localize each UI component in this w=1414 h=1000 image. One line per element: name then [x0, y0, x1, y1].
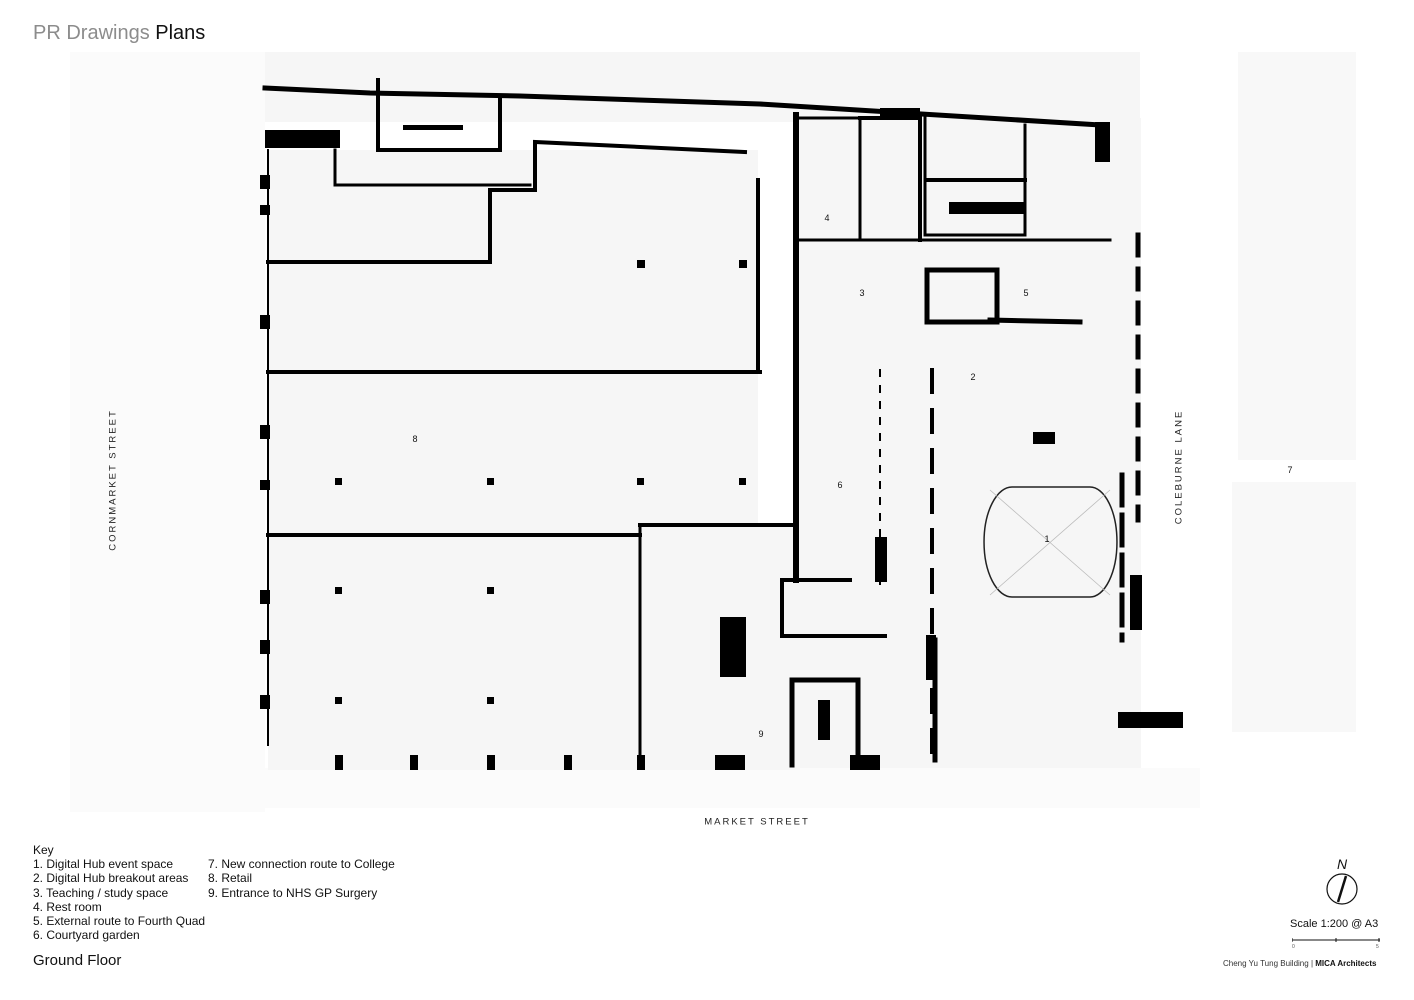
column [403, 125, 463, 130]
key-item: 4. Rest room [33, 899, 102, 914]
room-label-5: 5 [1023, 288, 1028, 298]
event-space [983, 486, 1118, 598]
scale-tick-end: 5 [1376, 944, 1379, 948]
key-item: 3. Teaching / study space [33, 885, 169, 900]
column [410, 755, 418, 770]
column [487, 587, 494, 594]
east-building-north [1238, 52, 1356, 460]
column [487, 697, 494, 704]
room-label-6: 6 [837, 480, 842, 490]
wall-block [880, 108, 920, 120]
site-context [70, 52, 1356, 812]
column [265, 130, 340, 148]
column [335, 587, 342, 594]
north-wall [262, 85, 1103, 128]
north-buildings [265, 52, 1140, 122]
wall-block [1118, 712, 1183, 728]
north-label: N [1337, 856, 1348, 872]
key-list-left: 1. Digital Hub event space 2. Digital Hu… [33, 857, 208, 942]
floor-title: Ground Floor [33, 952, 122, 969]
column [260, 175, 270, 189]
header-prefix: PR Drawings [33, 22, 150, 44]
north-needle [1336, 875, 1348, 903]
column [335, 478, 342, 485]
credits: Cheng Yu Tung Building | MICA Architects [1223, 959, 1376, 968]
key-item: 7. New connection route to College [208, 857, 395, 872]
column [637, 755, 645, 770]
wall-block [1095, 122, 1110, 162]
wall-block [875, 537, 887, 582]
column [335, 697, 342, 704]
retail-north-wall [266, 139, 748, 264]
column [739, 478, 746, 485]
key-item: 1. Digital Hub event space [33, 857, 174, 872]
room-label-8: 8 [412, 434, 417, 444]
scale-bar: 0 5 [1292, 938, 1380, 948]
key-item: 8. Retail [208, 871, 253, 886]
retail-stair-wall [376, 78, 502, 152]
page-header: PR Drawings Plans [33, 22, 205, 45]
key-item: 5. External route to Fourth Quad [33, 914, 206, 929]
columns [260, 108, 1183, 770]
column [850, 755, 880, 770]
column [637, 260, 645, 268]
event-space-enclosure [983, 486, 1118, 598]
cornmarket-street-label: CORNMARKET STREET [107, 409, 119, 551]
cornmarket-pavement [70, 52, 265, 812]
column [260, 480, 270, 490]
north-arrow-icon: N [1326, 856, 1358, 905]
room-label-1: 1 [1044, 534, 1049, 544]
hub-floor [796, 118, 1141, 768]
key-list-right: 7. New connection route to College 8. Re… [208, 857, 408, 900]
stair-wall [780, 578, 887, 638]
column [335, 755, 343, 770]
market-street-pavement [200, 768, 1200, 808]
floor-fills [268, 118, 1141, 770]
column [637, 478, 644, 485]
event-space-diagonal [989, 489, 1111, 596]
header-title: Plans [155, 22, 206, 44]
plan-key: Key 1. Digital Hub event space 2. Digita… [33, 843, 408, 942]
column [487, 755, 495, 770]
wall-block [926, 635, 936, 680]
column [739, 260, 747, 268]
room-label-4: 4 [824, 213, 829, 223]
stair-landing [949, 202, 1024, 214]
architect-name: MICA Architects [1315, 959, 1377, 968]
entrance-lobby-wall [789, 677, 861, 768]
column [260, 695, 270, 709]
scale-tick-start: 0 [1292, 944, 1295, 948]
column [260, 315, 270, 329]
market-street-label: MARKET STREET [704, 816, 810, 828]
column [260, 590, 270, 604]
north-circle [1326, 873, 1358, 905]
building-name: Cheng Yu Tung Building [1223, 959, 1309, 968]
key-item: 6. Courtyard garden [33, 928, 140, 943]
stair-void [720, 617, 746, 677]
room-label-3: 3 [859, 288, 864, 298]
key-item: 2. Digital Hub breakout areas [33, 871, 189, 886]
east-building-south [1232, 482, 1356, 732]
column [260, 205, 270, 215]
scale-text: Scale 1:200 @ A3 [1290, 918, 1379, 930]
external-route-wall [987, 317, 1083, 325]
column [715, 755, 745, 770]
room-labels: 1 2 3 4 5 6 7 8 9 [412, 213, 1292, 739]
coleburne-lane-label: COLEBURNE LANE [1173, 409, 1185, 525]
lift [818, 700, 830, 740]
room-label-9: 9 [758, 729, 763, 739]
retail-stair-base [333, 148, 532, 187]
room-label-2: 2 [970, 372, 975, 382]
credits-separator: | [1310, 959, 1314, 968]
key-title: Key [33, 843, 54, 857]
wall-block [1130, 575, 1142, 630]
column [564, 755, 572, 770]
column [487, 478, 494, 485]
key-item: 9. Entrance to NHS GP Surgery [208, 885, 378, 900]
wall-block [1033, 432, 1055, 444]
column [260, 425, 270, 439]
column [260, 640, 270, 654]
room-label-7: 7 [1287, 465, 1292, 475]
